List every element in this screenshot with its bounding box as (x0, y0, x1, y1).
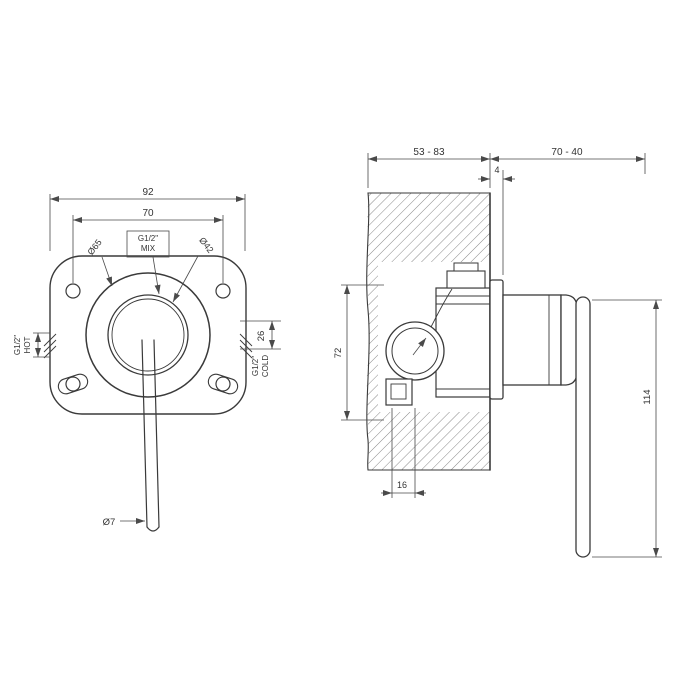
hot-callout: G1/2" HOT (13, 332, 50, 358)
dim-cold-offset-label: 26 (256, 331, 267, 342)
dim-body-height: 72 (333, 284, 384, 421)
dim-projection-label: 70 - 40 (551, 147, 583, 158)
mix-callout-line1: G1/2" (138, 234, 158, 243)
dim-lever-length: 114 (592, 299, 662, 558)
diameter-lever-label: Ø7 (103, 517, 116, 528)
diameter-inner-callout: Ø42 (172, 235, 216, 303)
gasket-hatch-left (43, 333, 57, 359)
wall-outline (366, 192, 491, 471)
dim-wall-depth-label: 53 - 83 (413, 147, 445, 158)
dial-pointer (412, 337, 427, 356)
dim-base-width-label: 16 (397, 480, 407, 490)
screw-slot-bottom-right (207, 373, 239, 395)
dim-body-height-label: 72 (333, 348, 344, 359)
diameter-inner-label: Ø42 (197, 235, 215, 255)
concealed-valve-body (385, 262, 491, 406)
screw-hole-top-left (65, 283, 81, 299)
handle-body (502, 294, 562, 386)
escutcheon-flange (489, 279, 504, 400)
mix-callout-line2: MIX (141, 244, 156, 253)
diameter-lever-callout: Ø7 (103, 517, 145, 528)
handle-cap (560, 294, 578, 386)
screw-hole-top-right (215, 283, 231, 299)
side-view: 53 - 83 70 - 40 4 72 (333, 147, 662, 558)
valve-dial-outer (385, 321, 445, 381)
dim-overall-width: 92 (49, 187, 246, 251)
stop-valve-box (385, 378, 413, 406)
dim-projection: 70 - 40 (490, 147, 646, 174)
wall-hatch-fill (366, 193, 490, 470)
screw-slot-bottom-left (57, 373, 89, 395)
cold-callout: G1/2" COLD (251, 355, 270, 377)
mix-callout: G1/2" MIX (126, 230, 170, 295)
cartridge-step (453, 262, 479, 272)
dim-overall-width-label: 92 (142, 187, 154, 198)
dim-hole-spacing: 70 (72, 208, 224, 283)
dim-wall-depth: 53 - 83 (367, 147, 491, 188)
escutcheon-outer-circle (85, 272, 211, 398)
valve-dial-inner (391, 327, 439, 375)
lever-side (575, 296, 591, 558)
hot-callout-line1: G1/2" (13, 335, 22, 355)
lever-front (141, 339, 160, 532)
dim-flange-thickness: 4 (478, 165, 515, 275)
gasket-hatch-right (239, 333, 253, 359)
cold-callout-line1: G1/2" (251, 356, 260, 376)
dim-lever-length-label: 114 (642, 389, 653, 404)
hot-callout-line2: HOT (23, 336, 32, 353)
dim-hole-spacing-label: 70 (142, 208, 154, 219)
dim-cold-offset: 26 (240, 320, 281, 350)
handle-base-inner-circle (111, 298, 185, 372)
cold-callout-line2: COLD (261, 355, 270, 377)
cartridge-top (446, 270, 486, 289)
dim-base-width: 16 (381, 408, 426, 498)
stop-valve-box-inner (390, 383, 407, 400)
handle-base-circle (107, 294, 189, 376)
dim-flange-thickness-label: 4 (494, 165, 499, 175)
front-view: 92 70 G1/2" MIX Ø65 Ø42 (13, 187, 281, 532)
diameter-outer-callout: Ø65 (85, 237, 113, 287)
mounting-plate (49, 255, 247, 415)
diameter-outer-label: Ø65 (85, 237, 103, 257)
